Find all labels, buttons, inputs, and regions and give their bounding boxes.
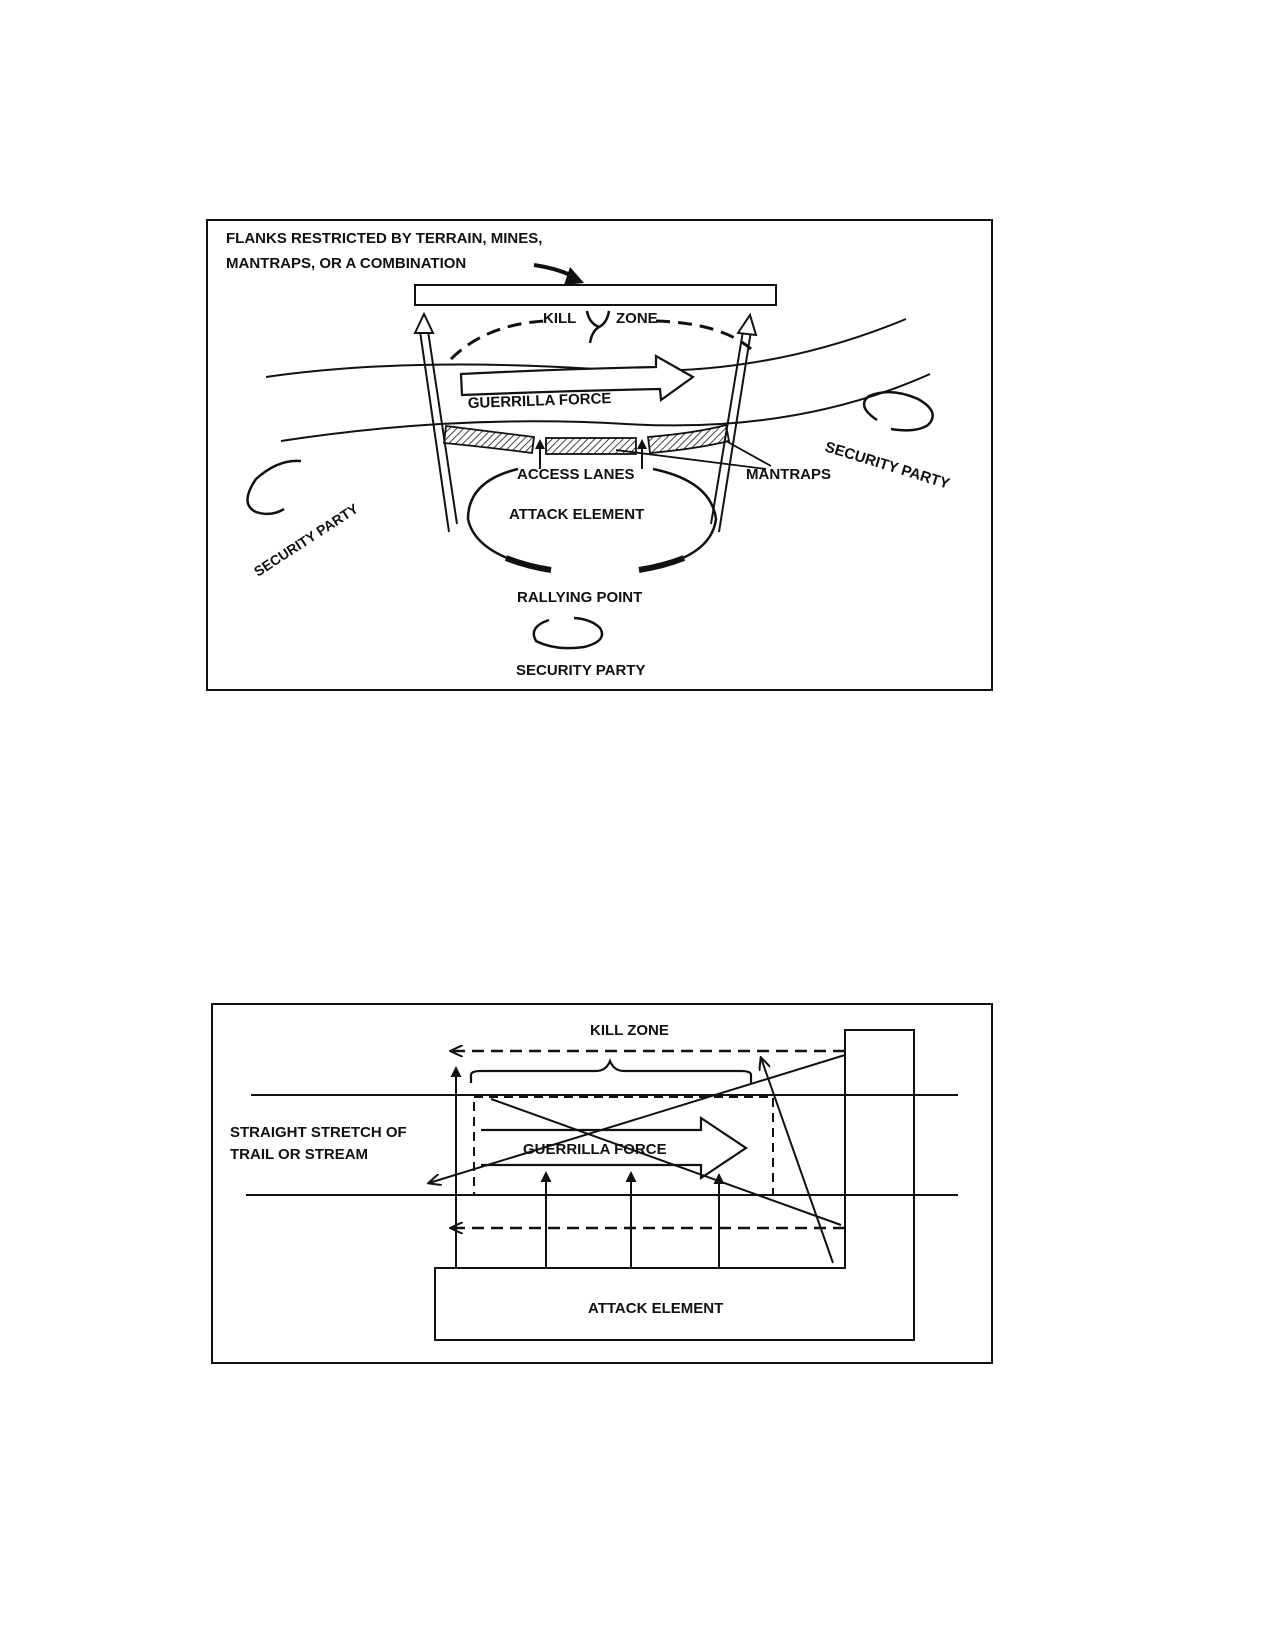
flank-restriction-bar xyxy=(414,284,777,306)
kill-zone-dashed-box xyxy=(473,1096,774,1196)
fire-arrowhead-right xyxy=(736,312,758,337)
attack-element-label: ATTACK ELEMENT xyxy=(509,506,644,523)
diagonal-fire-right xyxy=(761,1058,834,1264)
security-party-left-outline xyxy=(246,459,302,516)
attack-element-block xyxy=(434,1029,915,1341)
diagonal-fire-upper xyxy=(429,1054,846,1183)
ambush-diagram-curved-trail: FLANKS RESTRICTED BY TERRAIN, MINES, MAN… xyxy=(206,219,993,691)
straight-stretch-label-line2: TRAIL OR STREAM xyxy=(230,1146,368,1163)
kill-zone-brace xyxy=(585,310,611,344)
attack-element-label: ATTACK ELEMENT xyxy=(588,1300,723,1317)
mantraps-label: MANTRAPS xyxy=(746,466,831,483)
guerrilla-force-arrow xyxy=(481,1115,748,1181)
guerrilla-force-arrow xyxy=(459,354,696,403)
mantrap-strip-right xyxy=(646,423,731,454)
fire-line-left-outer xyxy=(419,330,450,533)
mantrap-pointer-1 xyxy=(725,440,772,467)
guerrilla-force-label: GUERRILLA FORCE xyxy=(523,1141,667,1158)
flanks-pointer-arrowhead xyxy=(564,267,584,285)
attack-element-rear-right xyxy=(638,555,686,573)
kill-zone-brace xyxy=(469,1058,753,1083)
flanks-label-line1: FLANKS RESTRICTED BY TERRAIN, MINES, xyxy=(226,230,542,247)
kill-zone-arc-right xyxy=(655,319,752,351)
mantrap-strip-left xyxy=(442,424,536,455)
guerrilla-force-label: GUERRILLA FORCE xyxy=(468,390,612,412)
ambush-diagram-straight-trail: ATTACK ELEMENT KILL ZONE GUERRILLA FORCE… xyxy=(211,1003,993,1364)
fire-line-right-outer xyxy=(718,330,752,533)
attack-element-outline-right xyxy=(638,467,718,572)
ambush-diagram-straight-trail-svg: ATTACK ELEMENT KILL ZONE GUERRILLA FORCE… xyxy=(211,1003,993,1364)
kill-zone-arc-left xyxy=(449,319,547,361)
ambush-diagram-curved-trail-svg: FLANKS RESTRICTED BY TERRAIN, MINES, MAN… xyxy=(206,219,993,691)
flanks-label-line2: MANTRAPS, OR A COMBINATION xyxy=(226,255,466,272)
access-lanes-label: ACCESS LANES xyxy=(517,466,635,483)
security-party-right-label: SECURITY PARTY xyxy=(823,439,952,493)
figure-frame xyxy=(211,1003,993,1364)
figure-frame xyxy=(206,219,993,691)
security-party-bottom-outline xyxy=(532,616,604,650)
trail-edge-lower xyxy=(280,373,931,442)
mantrap-strip-center xyxy=(545,437,637,455)
kill-zone-label: KILL ZONE xyxy=(590,1022,669,1039)
diagonal-fire-lower xyxy=(490,1098,842,1226)
zone-label: ZONE xyxy=(616,310,658,327)
security-party-right-outline xyxy=(862,390,934,432)
fire-arrowhead-left xyxy=(413,311,435,334)
straight-stretch-label-line1: STRAIGHT STRETCH OF xyxy=(230,1124,407,1141)
rallying-point-label: RALLYING POINT xyxy=(517,589,642,606)
attack-element-rear-left xyxy=(504,555,552,573)
security-party-left-label: SECURITY PARTY xyxy=(251,500,362,580)
kill-label: KILL xyxy=(543,310,576,327)
fire-line-left-inner xyxy=(427,330,458,525)
mantrap-pointer-2 xyxy=(615,449,767,470)
security-party-bottom-label: SECURITY PARTY xyxy=(516,662,645,679)
